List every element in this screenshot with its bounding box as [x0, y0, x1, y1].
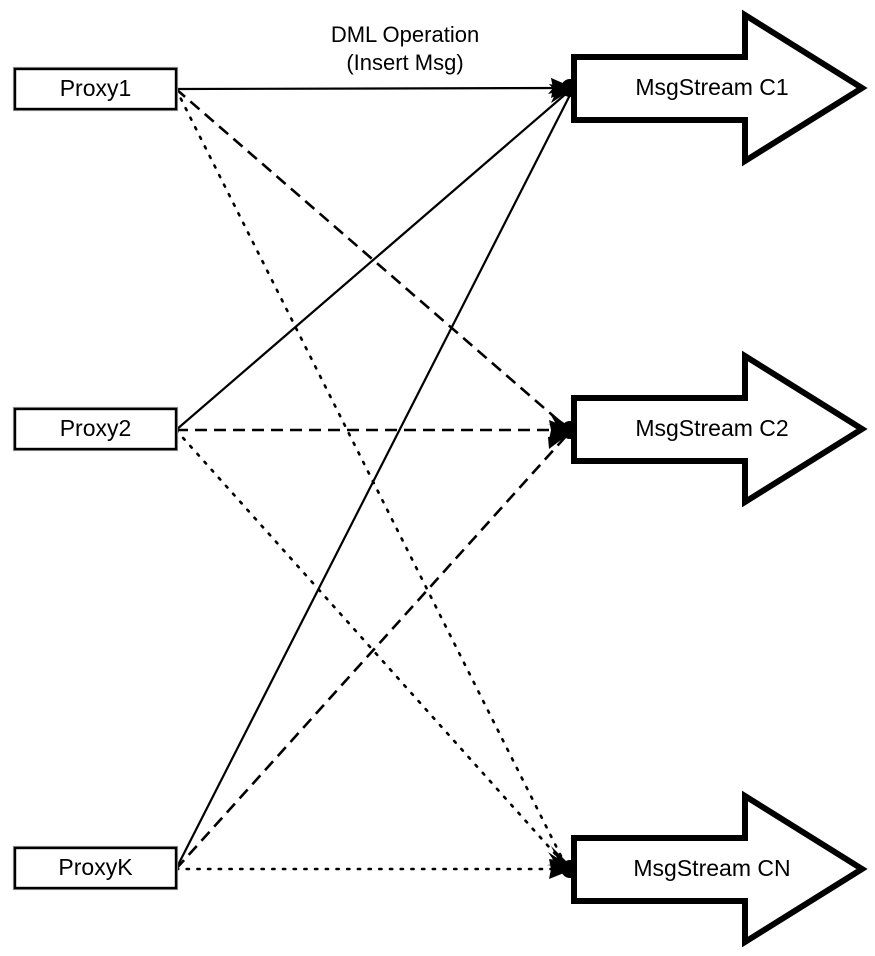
link-proxy1-to-c2[interactable] [175, 88, 567, 428]
msgstream-c2-label: MsgStream C2 [635, 415, 788, 441]
msgstream-cn-label: MsgStream CN [633, 855, 790, 881]
edge-label-dml-operation: DML Operation (Insert Msg) [331, 22, 479, 75]
node-proxy1[interactable]: Proxy1 [12, 66, 179, 112]
link-proxy1-to-c1[interactable] [175, 86, 569, 91]
link-proxy2-to-c1[interactable] [175, 91, 569, 431]
node-proxy2[interactable]: Proxy2 [12, 406, 179, 452]
link-group-proxy1 [174, 86, 569, 868]
link-proxyk-to-c2[interactable] [175, 433, 569, 870]
link-group-proxy2 [174, 91, 569, 868]
edge-label-line2: (Insert Msg) [346, 50, 463, 75]
link-proxyk-to-c1[interactable] [175, 94, 571, 870]
msgstream-cn-arrow-shape [571, 790, 868, 948]
node-proxyk[interactable]: ProxyK [12, 845, 179, 891]
proxy1-box-outer [12, 66, 179, 112]
node-msgstream-cn[interactable]: MsgStream CN [571, 790, 868, 948]
proxy1-label: Proxy1 [60, 75, 132, 101]
edge-label-line1: DML Operation [331, 22, 479, 47]
msgstream-c1-arrow-shape [571, 9, 868, 167]
proxy2-box [13, 407, 178, 451]
node-msgstream-c1[interactable]: MsgStream C1 [571, 9, 868, 167]
proxyk-box [13, 846, 178, 890]
proxyk-box-outer [12, 845, 179, 891]
proxy2-label: Proxy2 [60, 415, 132, 441]
proxyk-label: ProxyK [58, 854, 133, 880]
link-group-proxyk [174, 94, 571, 871]
node-msgstream-c2[interactable]: MsgStream C2 [571, 350, 868, 508]
msgstream-c1-label: MsgStream C1 [635, 74, 788, 100]
proxy2-box-outer [12, 406, 179, 452]
link-proxy1-to-cn[interactable] [174, 87, 568, 868]
msgstream-c2-arrow-shape [571, 350, 868, 508]
proxy1-box [13, 67, 178, 111]
link-proxy2-to-cn[interactable] [174, 428, 568, 868]
arrowheads-c1 [548, 78, 579, 103]
